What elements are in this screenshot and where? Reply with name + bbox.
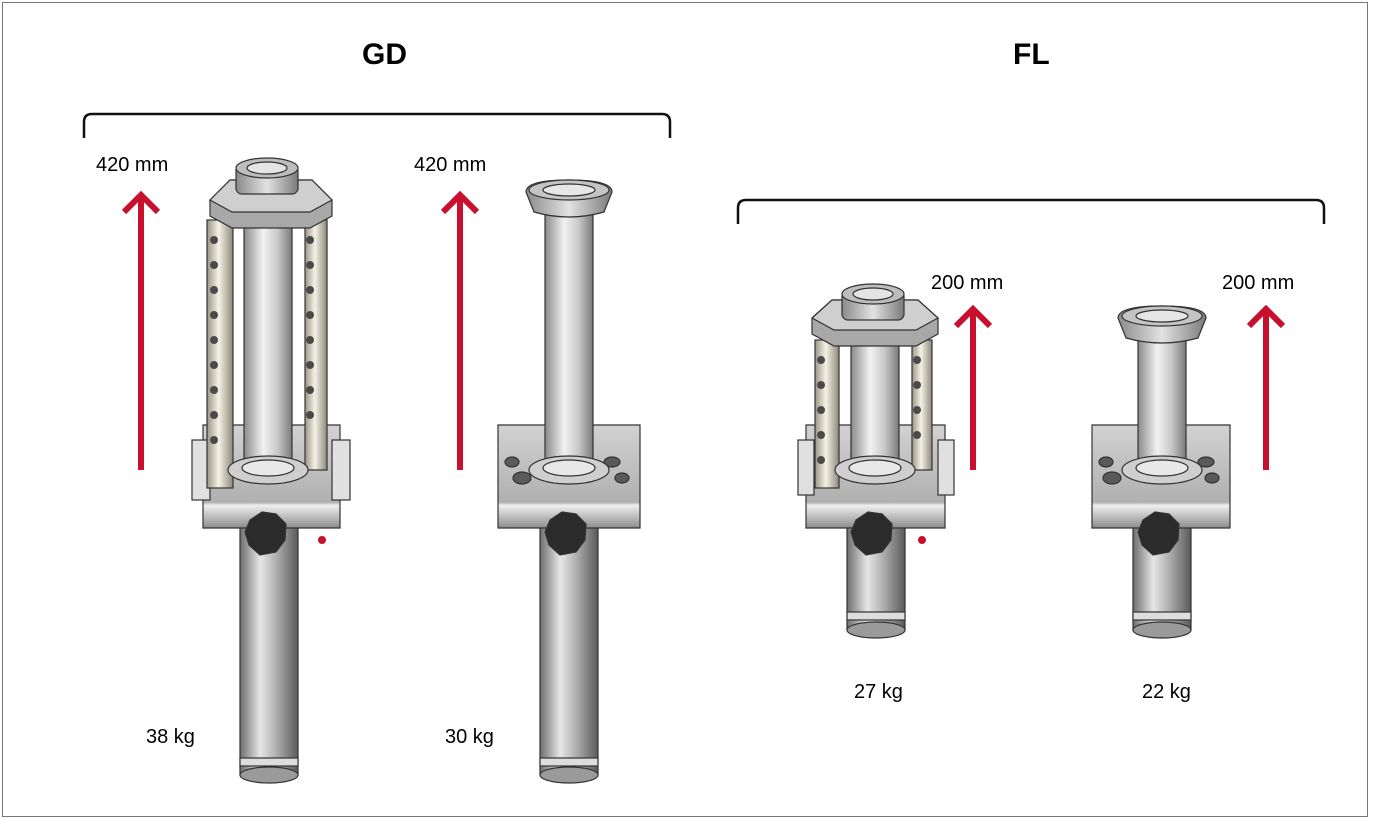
weight-label-fl-1: 27 kg — [854, 681, 903, 703]
travel-label-gd-1: 420 mm — [96, 154, 169, 176]
travel-label-fl-1: 200 mm — [931, 272, 1004, 294]
arrow-up-icon-gd-1 — [121, 190, 161, 470]
arrow-up-icon-fl-1 — [953, 304, 993, 470]
travel-label-fl-2: 200 mm — [1222, 272, 1295, 294]
bracket-icon-gd — [82, 112, 672, 138]
weight-label-fl-2: 22 kg — [1142, 681, 1191, 703]
leveling-jack-icon-fl-2 — [1091, 305, 1231, 639]
arrow-up-icon-gd-2 — [440, 190, 480, 470]
group-title-fl: FL — [1013, 38, 1050, 71]
weight-label-gd-2: 30 kg — [445, 726, 494, 748]
group-title-gd: GD — [362, 38, 407, 71]
bracket-icon-fl — [736, 198, 1326, 224]
arrow-up-icon-fl-2 — [1246, 304, 1286, 470]
leveling-jack-icon-gd-2 — [497, 179, 641, 784]
leveling-jack-icon-fl-1 — [797, 283, 955, 639]
weight-label-gd-1: 38 kg — [146, 726, 195, 748]
travel-label-gd-2: 420 mm — [414, 154, 487, 176]
leveling-jack-icon-gd-1 — [191, 157, 351, 784]
